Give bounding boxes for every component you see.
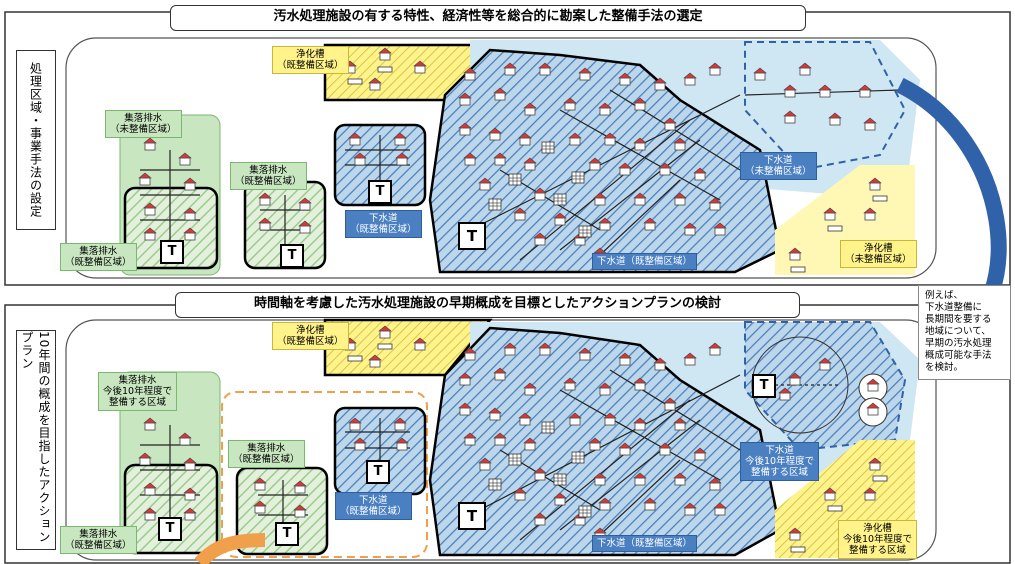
top-treatment-t-3: T [368,180,392,204]
top-dashed-area [744,41,907,172]
bottom-side-label: 10年間の概成を目指したアクションプラン [16,330,56,550]
top-johkaso-unbuilt-label: 浄化槽 （未整備区域） [840,240,917,268]
top-treatment-t-2: T [280,244,304,268]
bottom-treatment-t-3: T [366,460,390,484]
top-shuraku-existing-mid-label: 集落排水 （既整備区域） [230,162,307,190]
bottom-treatment-t-1: T [158,517,182,541]
bottom-gesuido-existing-big-label: 下水道（既整備区域） [592,535,698,552]
orange-curved-arrow [194,533,266,564]
top-title: 汚水処理施設の有する特性、経済性等を総合的に勘案した整備手法の選定 [170,5,806,31]
bottom-johkaso-10yr-label: 浄化槽 今後10年程度で 整備する区域 [838,520,918,559]
top-shuraku-existing-left-label: 集落排水 （既整備区域） [60,243,137,271]
top-treatment-t-4: T [458,222,486,250]
bottom-shuraku-existing-mid-label: 集落排水 （既整備区域） [228,440,305,468]
bottom-treatment-t-4: T [458,502,486,530]
bottom-title: 時間軸を考慮した汚水処理施設の早期概成を目標としたアクションプランの検討 [175,292,800,318]
bottom-treatment-t-2: T [275,522,299,546]
bottom-shuraku-existing-left-label: 集落排水 （既整備区域） [60,526,137,554]
bottom-gesuido-10yr-label: 下水道 今後10年程度で 整備する区域 [740,442,820,481]
top-gesuido-unbuilt-label: 下水道 （未整備区域） [740,152,817,180]
top-gesuido-existing-big-label: 下水道（既整備区域） [592,253,698,270]
top-shuraku-unbuilt-label: 集落排水 （未整備区域） [105,110,182,138]
top-gesuido-existing-small-label: 下水道 （既整備区域） [345,210,422,238]
bottom-shuraku-10yr-label: 集落排水 今後10年程度で 整備する区域 [98,372,178,411]
top-side-label: 処理区域・事業手法の設定 [16,50,56,230]
example-note: 例えば、 下水道整備に 長期間を要する 地域について、 早期の汚水処理 概成可能… [918,285,1011,380]
top-treatment-t-1: T [160,240,184,264]
bottom-johkaso-existing-label: 浄化槽 （既整備区域） [272,322,349,350]
bottom-orange-dashed-area [221,391,428,558]
bottom-gesuido-existing-small-label: 下水道 （既整備区域） [335,492,412,520]
bottom-treatment-t-5: T [752,374,776,398]
top-johkaso-existing-label: 浄化槽 （既整備区域） [272,46,349,74]
